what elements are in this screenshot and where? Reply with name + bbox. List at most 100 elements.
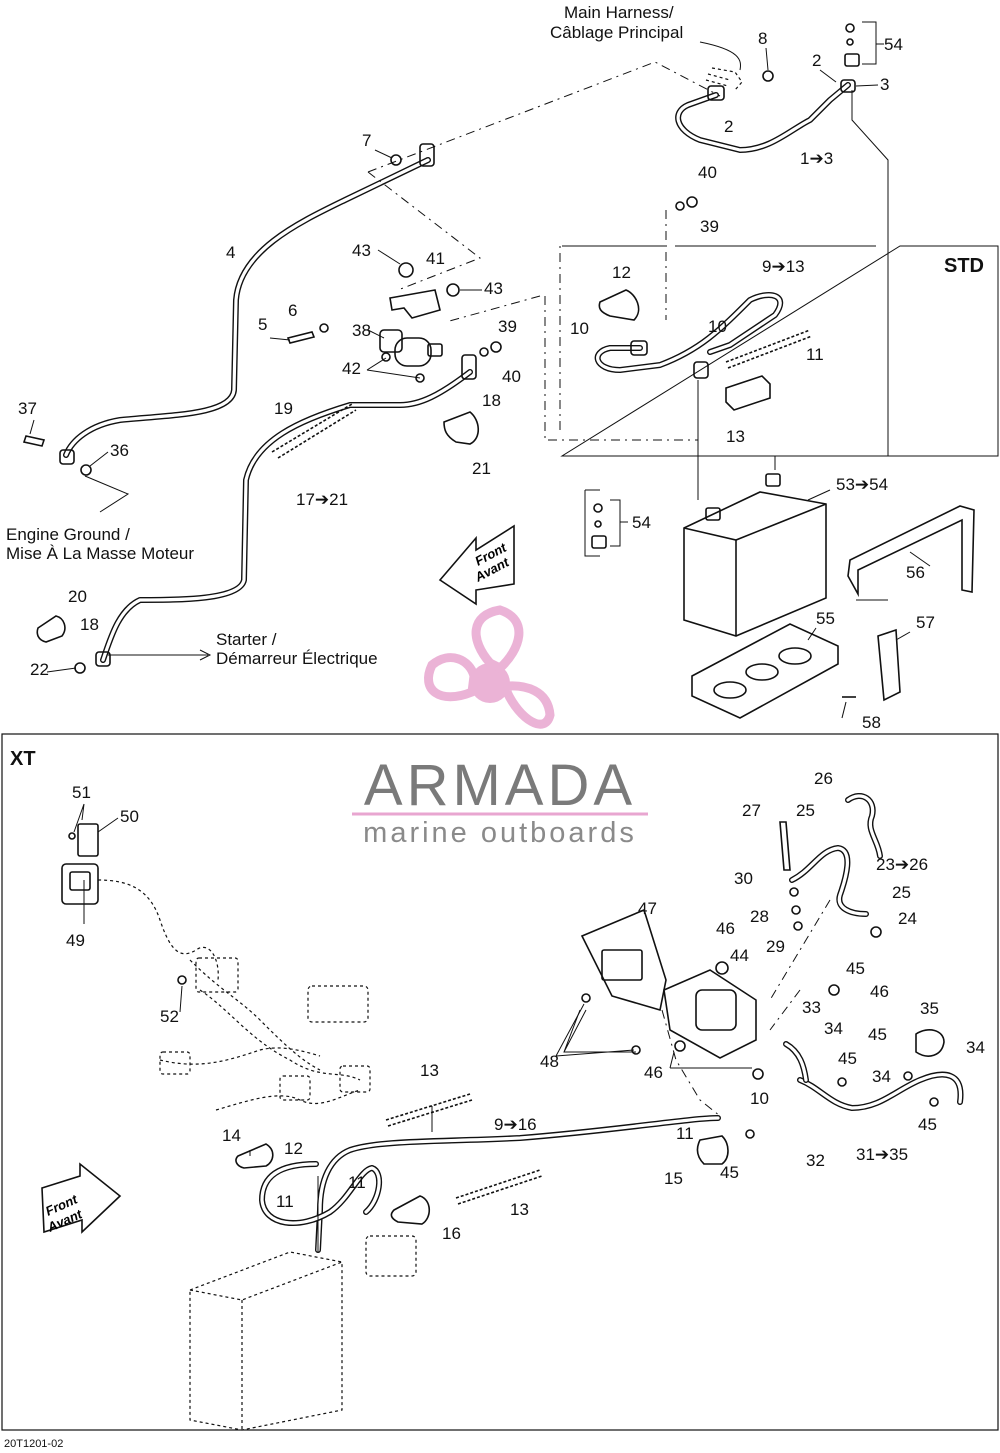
callout: 22 xyxy=(30,660,49,679)
callout: 25 xyxy=(796,801,815,820)
battery-xt xyxy=(189,1251,343,1431)
callout: 45 xyxy=(846,959,865,978)
callout: 5 xyxy=(258,315,267,334)
callout: 53➔54 xyxy=(836,475,888,494)
callout: 18 xyxy=(80,615,99,634)
callout: 31➔35 xyxy=(856,1145,908,1164)
std-cables xyxy=(63,82,851,663)
watermark-brand: ARMADA xyxy=(364,753,636,818)
battery-strap xyxy=(847,505,975,598)
callout: 11 xyxy=(276,1192,294,1211)
callout: 52 xyxy=(160,1007,179,1026)
hardware-box-54-top xyxy=(862,21,884,65)
xt-section-frame xyxy=(1,733,999,1431)
callout: 29 xyxy=(766,937,785,956)
callout: 16 xyxy=(442,1224,461,1243)
callout: 46 xyxy=(716,919,735,938)
caption-starter-1: Starter / xyxy=(216,630,277,649)
callout: 39 xyxy=(498,317,517,336)
hardware-box-54 xyxy=(584,489,628,557)
callout: 46 xyxy=(870,982,889,1001)
xt-section-label: XT xyxy=(10,748,36,770)
callout: 44 xyxy=(730,946,749,965)
battery-std xyxy=(683,473,827,637)
callout: 43 xyxy=(484,279,503,298)
callout: 6 xyxy=(288,301,297,320)
xt-solenoid-assembly xyxy=(580,908,939,1139)
callout: 20 xyxy=(68,587,87,606)
caption-engine-ground-2: Mise À La Masse Moteur xyxy=(6,544,194,563)
callout: 12 xyxy=(612,263,631,282)
callout: 55 xyxy=(816,609,835,628)
xt-callouts: 51 50 26 27 25 23➔26 49 30 25 28 24 29 4… xyxy=(66,769,985,1243)
callout: 56 xyxy=(906,563,925,582)
callout: 58 xyxy=(862,713,881,732)
xt-small-parts xyxy=(177,821,945,1225)
callout: 25 xyxy=(892,883,911,902)
caption-engine-ground-1: Engine Ground / xyxy=(6,525,130,544)
callout: 45 xyxy=(720,1163,739,1182)
callout: 54 xyxy=(884,35,903,54)
callout: 42 xyxy=(342,359,361,378)
callout: 9➔16 xyxy=(494,1115,537,1134)
front-arrow-std: Front Avant xyxy=(438,524,515,606)
callout: 32 xyxy=(806,1151,825,1170)
leader-lines xyxy=(29,47,931,1156)
callout: 10 xyxy=(708,317,727,336)
callout: 24 xyxy=(898,909,917,928)
xt-routing-lines xyxy=(83,880,831,1252)
xt-wiring-harness xyxy=(97,879,417,1277)
callout: 49 xyxy=(66,931,85,950)
callout: 37 xyxy=(18,399,37,418)
callout: 36 xyxy=(110,441,129,460)
callout: 34 xyxy=(872,1067,891,1086)
callout: 13 xyxy=(510,1200,529,1219)
key-switch-panel xyxy=(61,823,99,905)
callout: 9➔13 xyxy=(762,257,805,276)
callout: 47 xyxy=(638,899,657,918)
std-lugs xyxy=(59,79,856,667)
callout: 45 xyxy=(868,1025,887,1044)
callout: 51 xyxy=(72,783,91,802)
callout: 27 xyxy=(742,801,761,820)
solenoid-assembly xyxy=(379,262,460,383)
callout: 10 xyxy=(570,319,589,338)
callout: 15 xyxy=(664,1169,683,1188)
callout: 43 xyxy=(352,241,371,260)
callout: 11 xyxy=(348,1173,366,1192)
callout: 2 xyxy=(812,51,821,70)
std-section-label: STD xyxy=(944,255,984,277)
callout: 7 xyxy=(362,131,371,150)
callout: 4 xyxy=(226,243,235,262)
callout: 57 xyxy=(916,613,935,632)
callout: 21 xyxy=(472,459,491,478)
callout: 48 xyxy=(540,1052,559,1071)
battery-tray xyxy=(691,623,839,719)
callout: 41 xyxy=(426,249,445,268)
callout: 50 xyxy=(120,807,139,826)
callout: 12 xyxy=(284,1139,303,1158)
callout: 39 xyxy=(700,217,719,236)
std-callouts: 8 2 54 3 2 1➔3 7 40 39 4 9➔13 12 43 41 4… xyxy=(18,29,935,732)
callout: 11 xyxy=(676,1124,694,1143)
callout: 34 xyxy=(966,1038,985,1057)
callout: 30 xyxy=(734,869,753,888)
footer-code: 20T1201-02 xyxy=(4,1438,63,1450)
std-small-parts xyxy=(22,23,860,698)
callout: 23➔26 xyxy=(876,855,928,874)
callout: 1➔3 xyxy=(800,149,833,168)
callout: 19 xyxy=(274,399,293,418)
callout: 34 xyxy=(824,1019,843,1038)
callout: 26 xyxy=(814,769,833,788)
std-section-box: STD xyxy=(560,245,999,457)
callout: 18 xyxy=(482,391,501,410)
callout: 46 xyxy=(644,1063,663,1082)
armada-logo xyxy=(424,605,555,729)
caption-main-harness-2: Câblage Principal xyxy=(550,23,683,42)
callout: 38 xyxy=(352,321,371,340)
callout: 2 xyxy=(724,117,733,136)
callout: 11 xyxy=(806,345,824,364)
callout: 13 xyxy=(420,1061,439,1080)
watermark-tagline: marine outboards xyxy=(363,817,637,849)
